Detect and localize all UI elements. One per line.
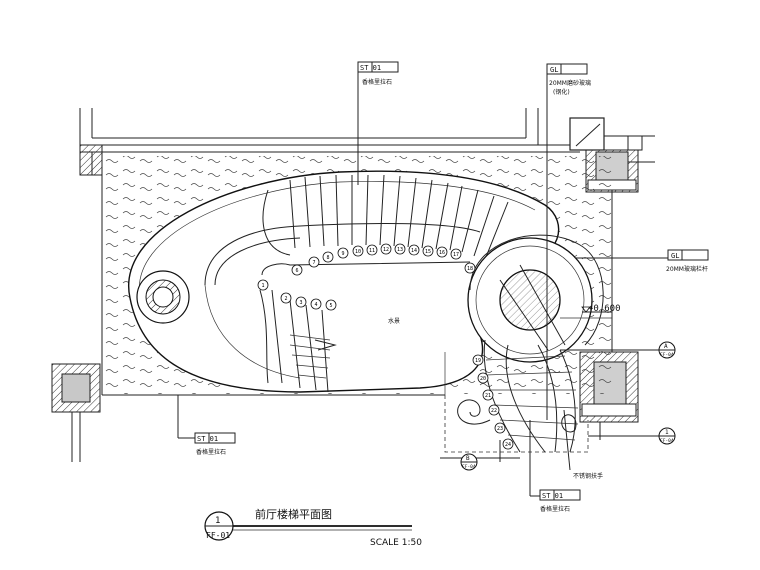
step-circle <box>482 389 494 401</box>
tag-code: GL <box>550 66 558 74</box>
step-circle <box>464 262 476 274</box>
step-number: 21 <box>485 393 491 399</box>
step-number: 14 <box>411 248 417 254</box>
tag-code: ST 01 <box>197 435 218 443</box>
step-number: 13 <box>397 247 403 253</box>
tag-st-top: ST 01 香格里拉石 <box>357 61 399 86</box>
step-circle <box>408 244 420 256</box>
section-letter: 1 <box>665 429 669 436</box>
step-number: 10 <box>355 249 361 255</box>
drawing-title: 前厅楼梯平面图 <box>255 507 332 521</box>
step-circle <box>322 251 334 263</box>
rail-note: 不锈钢扶手 <box>573 472 603 480</box>
step-number: 11 <box>369 248 375 254</box>
step-circle <box>352 245 364 257</box>
section-letter: A <box>664 343 668 350</box>
step-circle <box>450 248 462 260</box>
level-mark: +0.600 <box>581 304 621 314</box>
step-circle <box>366 244 378 256</box>
step-circle <box>308 256 320 268</box>
step-number: 4 <box>314 302 317 308</box>
tag-note: 香格里拉石 <box>362 78 392 86</box>
tag-st-left: ST 01 香格里拉石 <box>194 432 236 456</box>
step-circle <box>422 245 434 257</box>
step-circle <box>494 422 506 434</box>
step-circle <box>472 354 484 366</box>
section-sheet: FF-04 <box>462 464 476 470</box>
round-platform <box>467 234 612 363</box>
step-number: 22 <box>491 408 497 414</box>
tag-note: 20MM磨砂玻璃 <box>549 79 591 87</box>
tag-note: 20MM玻璃栏杆 <box>666 265 708 273</box>
step-number: 16 <box>439 250 445 256</box>
step-number: 18 <box>467 266 473 272</box>
step-number: 23 <box>497 426 503 432</box>
step-number: 6 <box>295 268 298 274</box>
step-circle <box>380 243 392 255</box>
step-number: 20 <box>480 376 486 382</box>
step-circle <box>291 264 303 276</box>
step-number: 7 <box>312 260 315 266</box>
water-label: 水景 <box>388 317 400 325</box>
section-letter: B <box>466 455 470 462</box>
tag-code: ST 01 <box>542 492 563 500</box>
sheet-code: FF-01 <box>206 531 230 540</box>
step-circle <box>436 246 448 258</box>
tag-gl-right: GL 20MM玻璃栏杆 <box>666 249 709 273</box>
step-circle <box>337 247 349 259</box>
step-circle <box>488 404 500 416</box>
step-circle <box>502 438 514 450</box>
step-number: 17 <box>453 252 459 258</box>
step-number: 1 <box>261 283 264 289</box>
step-number: 8 <box>326 255 329 261</box>
leader-lines <box>177 70 668 497</box>
tag-code: ST 01 <box>360 64 381 72</box>
step-circle <box>310 298 322 310</box>
step-circle <box>295 296 307 308</box>
section-mark-1: 1 FF-04 <box>658 427 676 445</box>
stair-treads <box>204 174 509 393</box>
step-number: 2 <box>284 296 287 302</box>
step-number: 9 <box>341 251 344 257</box>
step-circle <box>325 299 337 311</box>
detail-number: 1 <box>215 516 220 526</box>
level-value: +0.600 <box>588 304 621 314</box>
step-number: 19 <box>475 358 481 364</box>
tag-st-bottom: ST 01 香格里拉石 <box>539 489 581 513</box>
tag-code: GL <box>671 252 679 260</box>
step-circle <box>257 279 269 291</box>
tag-note: 香格里拉石 <box>196 448 226 456</box>
section-sheet: FF-04 <box>660 438 674 444</box>
section-sheet: FF-04 <box>660 352 674 358</box>
step-number: 24 <box>505 442 511 448</box>
step-number: 15 <box>425 249 431 255</box>
section-mark-b: B FF-04 <box>460 453 478 471</box>
step-number: 3 <box>299 300 302 306</box>
tag-note: 香格里拉石 <box>540 505 570 513</box>
step-circle <box>477 372 489 384</box>
step-circle <box>394 243 406 255</box>
section-mark-a: A FF-04 <box>658 341 676 359</box>
step-number: 12 <box>383 247 389 253</box>
title-block: 1 FF-01 前厅楼梯平面图 SCALE 1:50 <box>204 507 422 548</box>
step-circle <box>280 292 292 304</box>
tag-note: (钢化) <box>553 88 570 96</box>
drawing-scale: SCALE 1:50 <box>370 538 422 548</box>
lower-curved-stair <box>444 339 589 453</box>
tag-gl-top: GL 20MM磨砂玻璃 (钢化) <box>546 63 591 96</box>
step-number: 5 <box>329 303 332 309</box>
